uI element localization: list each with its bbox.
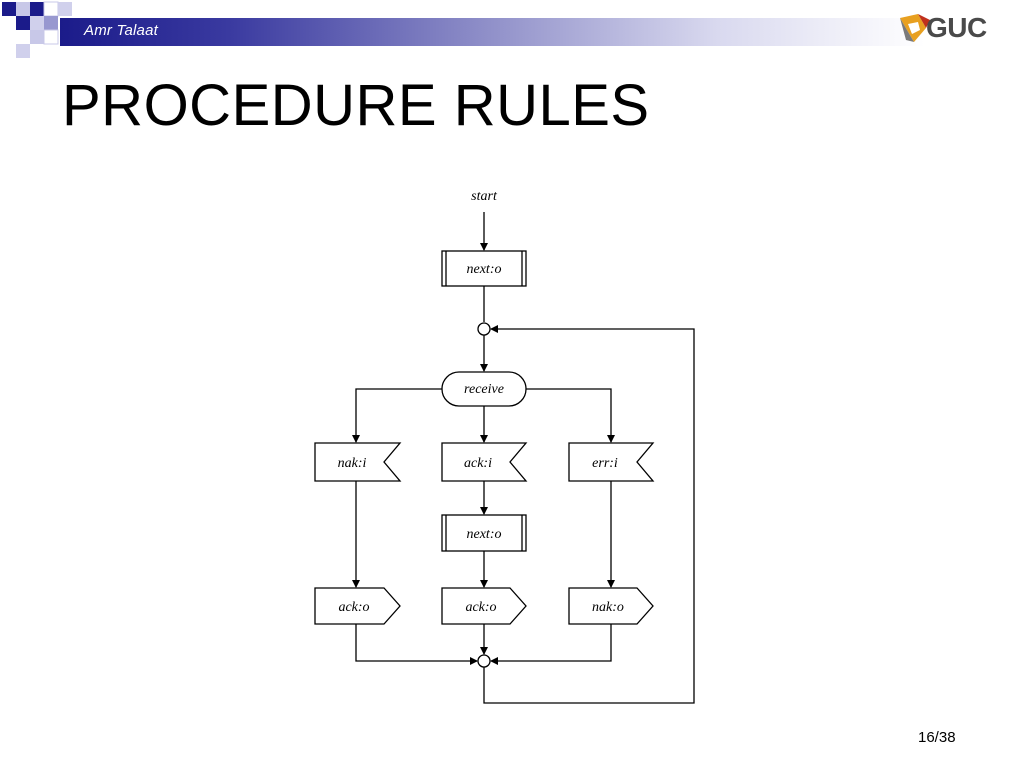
header-bar: [60, 18, 1000, 46]
edge-receive-err: [526, 388, 615, 443]
ack-out-left-label: ack:o: [338, 600, 369, 615]
ack-output-box-left: [314, 587, 401, 625]
guc-logo-text: GUC: [926, 12, 987, 43]
next-mid-label: next:o: [467, 527, 502, 542]
start-label: start: [471, 189, 498, 204]
ack-output-box-mid: [441, 587, 527, 625]
err-input-box: [568, 442, 655, 482]
corner-squares-decoration: [2, 1, 72, 58]
slide-number: 16/38: [918, 729, 956, 746]
nak-in-label: nak:i: [338, 456, 367, 471]
nak-output-box: [568, 587, 654, 625]
author-name: Amr Talaat: [84, 22, 158, 39]
nak-input-box: [314, 442, 402, 482]
nak-out-label: nak:o: [592, 600, 624, 615]
edge-loop-back: [483, 325, 695, 704]
next-top-label: next:o: [467, 262, 502, 277]
edge-receive-nak: [352, 388, 442, 443]
ack-in-label: ack:i: [464, 456, 492, 471]
receive-label: receive: [464, 382, 504, 397]
err-in-label: err:i: [592, 456, 618, 471]
ack-input-box: [441, 442, 528, 482]
junction-bottom: [477, 654, 491, 668]
guc-logo-icon: [900, 14, 930, 42]
ack-out-mid-label: ack:o: [465, 600, 496, 615]
edge-nakout-junction: [490, 624, 612, 665]
page-title: PROCEDURE RULES: [62, 73, 650, 138]
edge-ackout-left-junction: [355, 624, 478, 665]
junction-top: [477, 322, 491, 336]
